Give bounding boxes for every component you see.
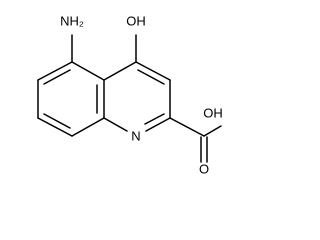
- bond-double-c7-c8: [43, 113, 71, 129]
- bond-c2-n1: [145, 117, 171, 132]
- acid-hydroxyl-label: OH: [203, 105, 223, 120]
- bond-c7-c8: [37, 117, 73, 137]
- ring-nitrogen-label: N: [131, 128, 140, 143]
- hydroxyl-label: OH: [126, 13, 146, 28]
- amino-label: NH₂: [60, 13, 84, 28]
- bond-c4a-c5: [71, 61, 105, 81]
- bond-double-c5-c6: [43, 69, 71, 85]
- bond-c4-c3: [135, 61, 171, 81]
- bond-cooh-oh: [203, 125, 222, 137]
- carbonyl-oxygen-label: O: [199, 161, 209, 176]
- bond-c8-c8a: [71, 117, 105, 137]
- bond-double-c2-n1: [144, 113, 165, 125]
- bond-n1-c8a: [103, 117, 128, 132]
- bond-c4a-c4: [103, 61, 137, 81]
- structure-diagram: NH₂ OH N OH O: [37, 13, 223, 176]
- bond-c5-c6: [37, 61, 73, 81]
- bond-double-c4-c3: [137, 69, 165, 85]
- bond-c2-ccooh: [169, 117, 205, 137]
